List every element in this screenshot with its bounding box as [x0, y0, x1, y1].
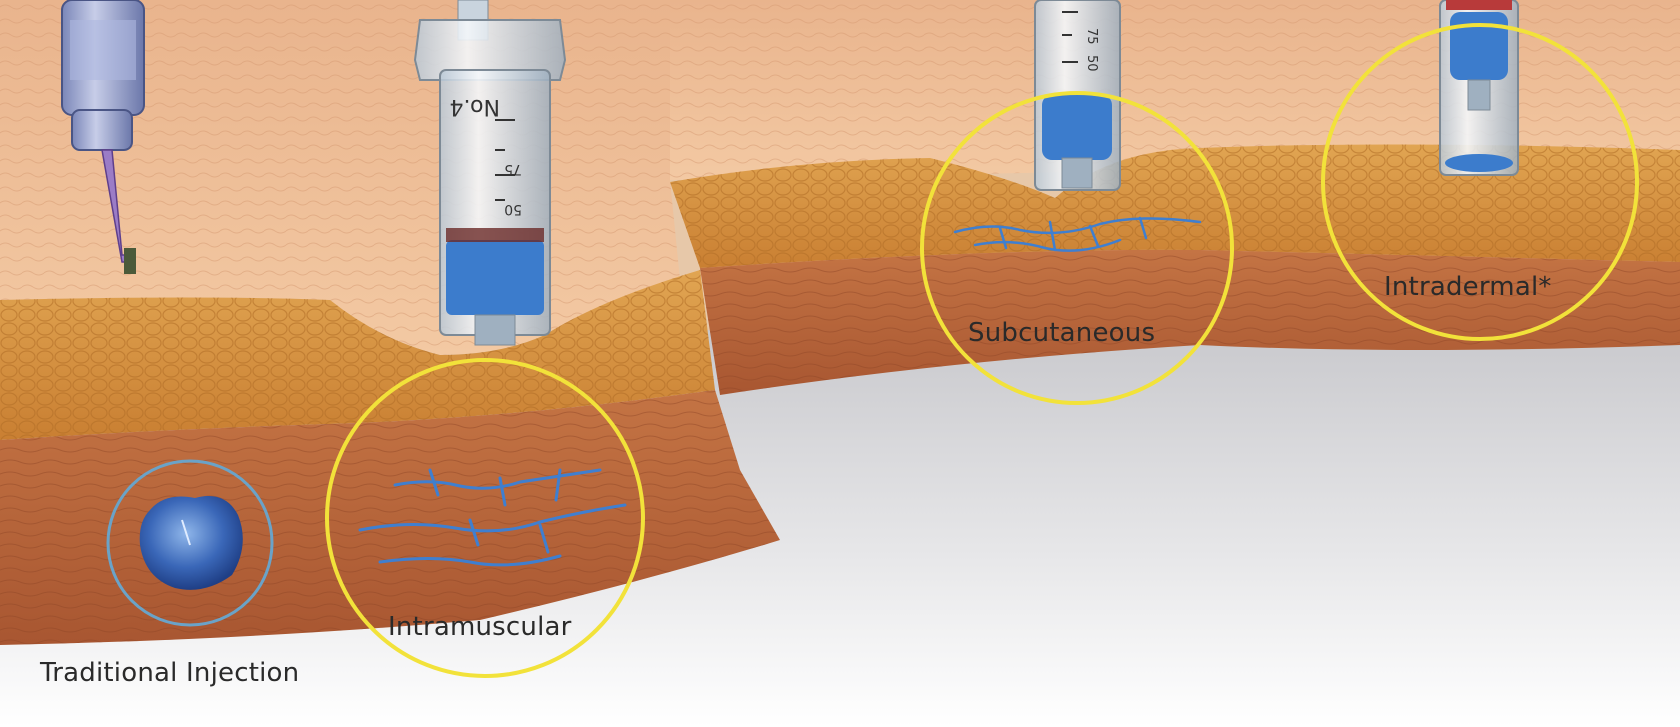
label-traditional-injection: Traditional Injection	[40, 658, 299, 688]
label-intradermal: Intradermal*	[1384, 272, 1552, 302]
traditional-bolus	[140, 496, 243, 590]
syringe-mark-50: 50	[504, 201, 522, 217]
label-subcutaneous: Subcutaneous	[968, 318, 1155, 348]
tissue-block-right	[670, 0, 1680, 395]
label-intramuscular: Intramuscular	[388, 612, 572, 642]
syringe-mark-75-right: 75	[1084, 28, 1099, 45]
syringe-brand: No.4	[449, 94, 500, 119]
syringe-mark-50-right: 50	[1084, 55, 1099, 72]
syringe-mark-75: 75	[504, 161, 522, 177]
